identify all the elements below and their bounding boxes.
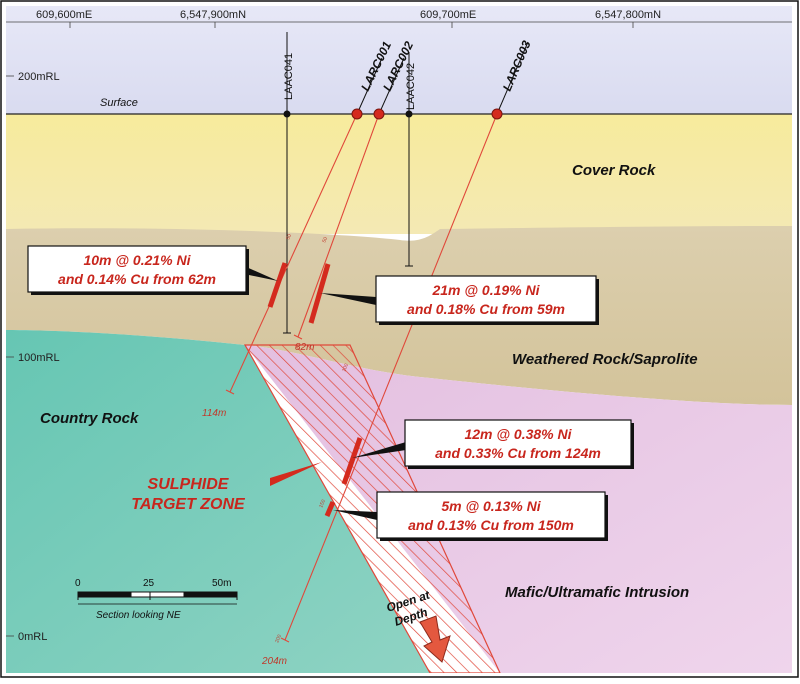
laac041-label: LAAC041 — [283, 53, 295, 100]
cover-rock-layer — [6, 114, 792, 234]
larc002-eoh-depth: 204m — [261, 656, 287, 667]
intercept-c-line1: 12m @ 0.38% Ni — [464, 426, 572, 442]
intercept-b-line2: and 0.18% Cu from 59m — [407, 301, 565, 317]
intercept-c-line2: and 0.33% Cu from 124m — [435, 445, 601, 461]
scale-caption: Section looking NE — [96, 610, 181, 621]
larc003-collar — [491, 108, 503, 120]
larc002-collar — [373, 108, 385, 120]
larc001-tick-50: 50 — [285, 233, 293, 241]
intercept-a-callout: 10m @ 0.21% Ni and 0.14% Cu from 62m — [27, 245, 249, 295]
easting-label-1: 609,600mE — [36, 9, 92, 21]
rl-100-label: 100mRL — [18, 352, 60, 364]
rl-200-label: 200mRL — [18, 71, 60, 83]
scale-label-0: 0 — [75, 578, 81, 589]
laac042-label: LAAC042 — [405, 63, 417, 110]
rl-axis-ticks — [6, 75, 14, 637]
intercept-c-bar — [341, 437, 363, 485]
open-at-depth-arrow-icon — [419, 615, 451, 663]
weathered-rock-label: Weathered Rock/Saprolite — [512, 351, 698, 368]
intercept-a-line2: and 0.14% Cu from 62m — [58, 271, 216, 287]
larc001-collar — [351, 108, 363, 120]
sulphide-target-zone-band — [243, 344, 501, 673]
top-axis-ticks — [69, 22, 634, 28]
northing-label-2: 6,547,800mN — [595, 9, 661, 21]
intercept-a-line1: 10m @ 0.21% Ni — [83, 252, 191, 268]
laac041-collar — [283, 110, 291, 118]
target-pointer — [270, 462, 322, 486]
intercept-b-pointer — [320, 293, 376, 305]
larc001-trace — [229, 113, 358, 393]
larc003-trace — [284, 113, 498, 641]
target-label-line1: SULPHIDE — [148, 476, 230, 493]
scale-label-25: 25 — [143, 578, 155, 589]
laac041-eoh-depth: 82m — [295, 342, 314, 353]
intercept-b-bar — [308, 263, 331, 324]
larc003-tick-150: 150 — [318, 499, 327, 509]
larc003-tick-100: 100 — [341, 363, 350, 373]
intercept-d-bar — [324, 501, 336, 517]
scale-bar — [77, 591, 238, 605]
mafic-intrusion-label: Mafic/Ultramafic Intrusion — [505, 584, 689, 601]
country-rock-label: Country Rock — [40, 410, 139, 427]
larc001-eoh-depth: 114m — [202, 408, 226, 419]
intercept-d-callout: 5m @ 0.13% Ni and 0.13% Cu from 150m — [376, 491, 608, 541]
intercept-c-pointer — [352, 442, 406, 458]
laac042-collar — [405, 110, 413, 118]
intercept-a-bar — [267, 262, 288, 308]
intercept-b-callout: 21m @ 0.19% Ni and 0.18% Cu from 59m — [375, 275, 599, 325]
larc002-tick-50: 50 — [321, 236, 329, 244]
scale-label-50: 50m — [212, 578, 231, 589]
larc002-trace — [297, 113, 380, 338]
intercept-c-callout: 12m @ 0.38% Ni and 0.33% Cu from 124m — [404, 419, 634, 469]
surface-label: Surface — [100, 97, 138, 109]
cover-rock-label: Cover Rock — [572, 162, 656, 179]
target-label-line2: TARGET ZONE — [131, 496, 246, 513]
intercept-b-line1: 21m @ 0.19% Ni — [431, 282, 540, 298]
northing-label-1: 6,547,900mN — [180, 9, 246, 21]
easting-label-2: 609,700mE — [420, 9, 476, 21]
intercept-a-pointer — [244, 266, 278, 281]
drill-traces — [225, 32, 529, 643]
rl-0-label: 0mRL — [18, 631, 47, 643]
intercept-d-pointer — [333, 510, 377, 520]
sky-layer — [6, 6, 792, 114]
intercept-d-line2: and 0.13% Cu from 150m — [408, 517, 574, 533]
country-rock-layer — [6, 330, 430, 673]
intercept-d-line1: 5m @ 0.13% Ni — [441, 498, 541, 514]
larc003-tick-200: 200 — [274, 634, 283, 644]
